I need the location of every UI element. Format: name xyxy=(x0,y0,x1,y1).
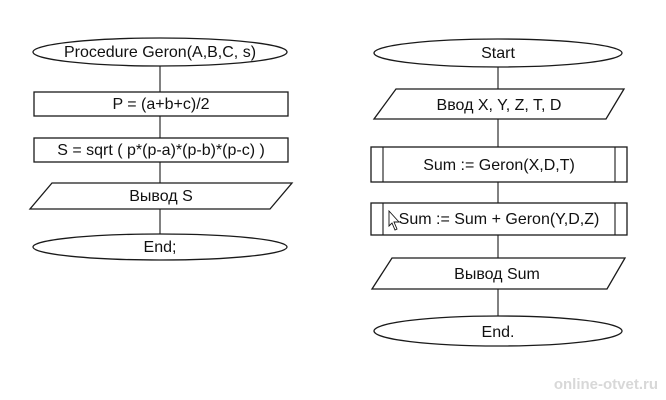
left-process-p-label: P = (a+b+c)/2 xyxy=(112,96,209,113)
right-predefined-process-2: Sum := Sum + Geron(Y,D,Z) xyxy=(370,202,628,236)
right-call1-label: Sum := Geron(X,D,T) xyxy=(423,157,575,174)
right-start-label: Start xyxy=(481,45,515,62)
right-call2-label: Sum := Sum + Geron(Y,D,Z) xyxy=(399,211,600,228)
left-start-terminator: Procedure Geron(A,B,C, s) xyxy=(32,37,288,67)
left-end-label: End; xyxy=(144,239,177,256)
left-end-terminator: End; xyxy=(32,233,288,261)
left-flowchart: Procedure Geron(A,B,C, s) P = (a+b+c)/2 … xyxy=(28,37,294,261)
left-process-s: S = sqrt ( p*(p-a)*(p-b)*(p-c) ) xyxy=(33,137,289,163)
mouse-cursor-icon xyxy=(388,209,401,231)
right-output-label: Вывод Sum xyxy=(454,266,540,283)
right-end-terminator: End. xyxy=(373,315,623,347)
right-start-terminator: Start xyxy=(373,38,623,68)
left-output-parallelogram: Вывод S xyxy=(28,182,294,210)
right-predefined-process-1: Sum := Geron(X,D,T) xyxy=(370,146,628,183)
left-process-p: P = (a+b+c)/2 xyxy=(33,91,289,117)
left-output-label: Вывод S xyxy=(129,188,193,205)
right-input-label: Ввод X, Y, Z, T, D xyxy=(437,97,562,114)
left-start-label: Procedure Geron(A,B,C, s) xyxy=(64,44,256,61)
right-flowchart: Start Ввод X, Y, Z, T, D Sum := Geron(X,… xyxy=(370,38,628,347)
left-process-s-label: S = sqrt ( p*(p-a)*(p-b)*(p-c) ) xyxy=(57,142,265,159)
watermark-text: online-otvet.ru xyxy=(554,376,658,393)
right-input-parallelogram: Ввод X, Y, Z, T, D xyxy=(372,88,626,120)
right-end-label: End. xyxy=(482,324,515,341)
right-output-parallelogram: Вывод Sum xyxy=(370,257,627,290)
